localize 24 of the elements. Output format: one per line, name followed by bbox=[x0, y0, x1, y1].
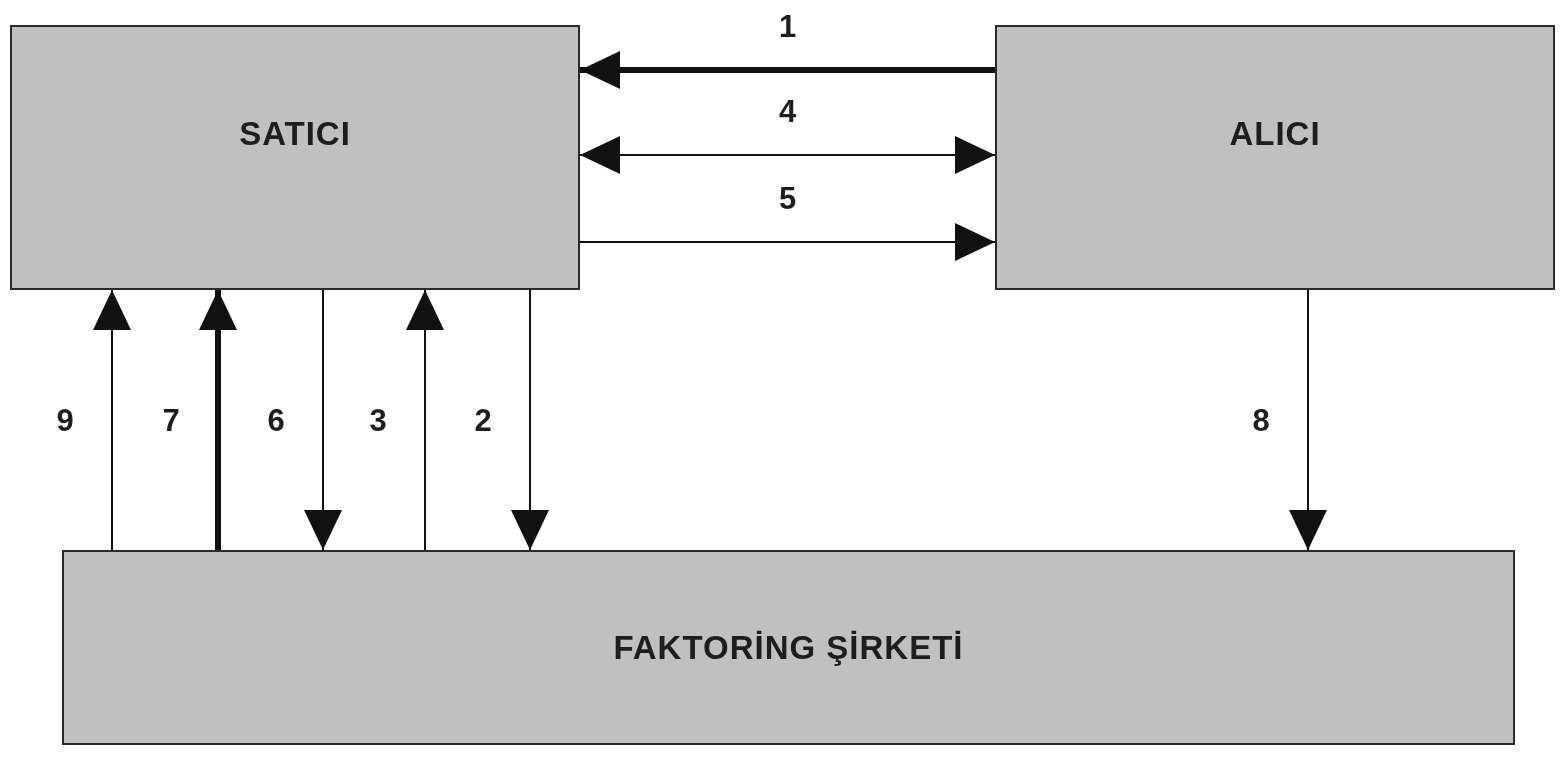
edge-label: 1 bbox=[778, 10, 797, 42]
edge-label: 5 bbox=[778, 182, 797, 214]
entity-box bbox=[10, 25, 580, 290]
edge-label: 2 bbox=[474, 404, 492, 436]
edge-label: 4 bbox=[778, 95, 797, 127]
edge-label: 9 bbox=[56, 404, 74, 436]
arrow bbox=[511, 289, 549, 551]
arrow bbox=[579, 223, 996, 261]
entity-name: ALICI bbox=[1229, 115, 1321, 153]
arrow bbox=[579, 136, 996, 174]
entity-name: SATICI bbox=[239, 115, 351, 153]
arrow bbox=[199, 290, 237, 550]
entity-box bbox=[62, 550, 1515, 745]
arrow bbox=[93, 289, 131, 551]
edge-label: 3 bbox=[369, 404, 387, 436]
edge-label: 8 bbox=[1252, 404, 1270, 436]
arrow bbox=[580, 51, 995, 89]
arrow bbox=[304, 289, 342, 551]
edge-label: 7 bbox=[162, 404, 180, 436]
entity-box bbox=[995, 25, 1555, 290]
arrow bbox=[1289, 289, 1327, 551]
entity-name: FAKTORİNG ŞİRKETİ bbox=[613, 628, 964, 667]
edge-label: 6 bbox=[267, 404, 285, 436]
arrow bbox=[406, 289, 444, 551]
